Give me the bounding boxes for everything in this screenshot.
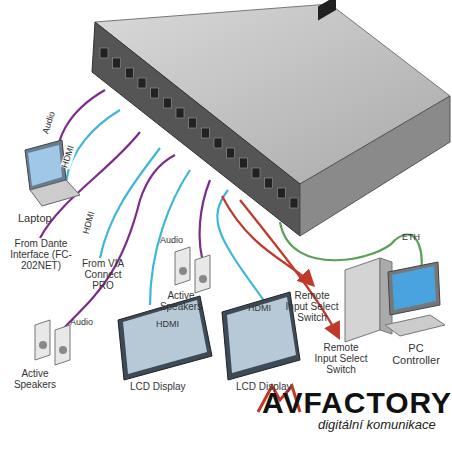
port [201, 128, 209, 138]
callout-label: HDMI [248, 304, 278, 314]
port [277, 188, 285, 198]
port [239, 158, 247, 168]
callout-label: ETH [402, 233, 432, 243]
switcher-device [92, 0, 450, 236]
callout-label: Active Speakers [154, 290, 208, 312]
callout-label: HDMI [82, 211, 98, 236]
laptop-icon [25, 140, 80, 206]
callout-label: Active Speakers [8, 368, 62, 390]
callout-label: LCD Display [130, 381, 210, 392]
speakers-middle [175, 247, 210, 293]
port [163, 98, 171, 108]
pc-controller-icon [345, 258, 445, 342]
callout-label: Audio [70, 318, 100, 328]
callout-label: Remote Input Select Switch [282, 290, 342, 323]
callout-label: Laptop [18, 212, 68, 224]
callout-label: From VIA Connect PRO [76, 258, 130, 291]
callout-label: From Dante Interface (FC-202NET) [8, 238, 74, 271]
port [227, 148, 235, 158]
callout-label: Audio [41, 110, 58, 135]
callout-label: Audio [160, 236, 190, 246]
port [138, 78, 146, 88]
callout-label: PC Controller [388, 342, 444, 366]
port [100, 48, 108, 58]
port [151, 88, 159, 98]
port [214, 138, 222, 148]
logo-tagline: digitální komunikace [318, 418, 448, 432]
speakers-left [35, 320, 70, 365]
port [113, 58, 121, 68]
port [290, 198, 298, 208]
port [252, 168, 260, 178]
port [189, 118, 197, 128]
port [176, 108, 184, 118]
callout-label: Remote Input Select Switch [312, 342, 370, 375]
port [125, 68, 133, 78]
port [265, 178, 273, 188]
callout-label: HDMI [156, 320, 186, 330]
logo-text: AVFACTORY [262, 386, 448, 419]
